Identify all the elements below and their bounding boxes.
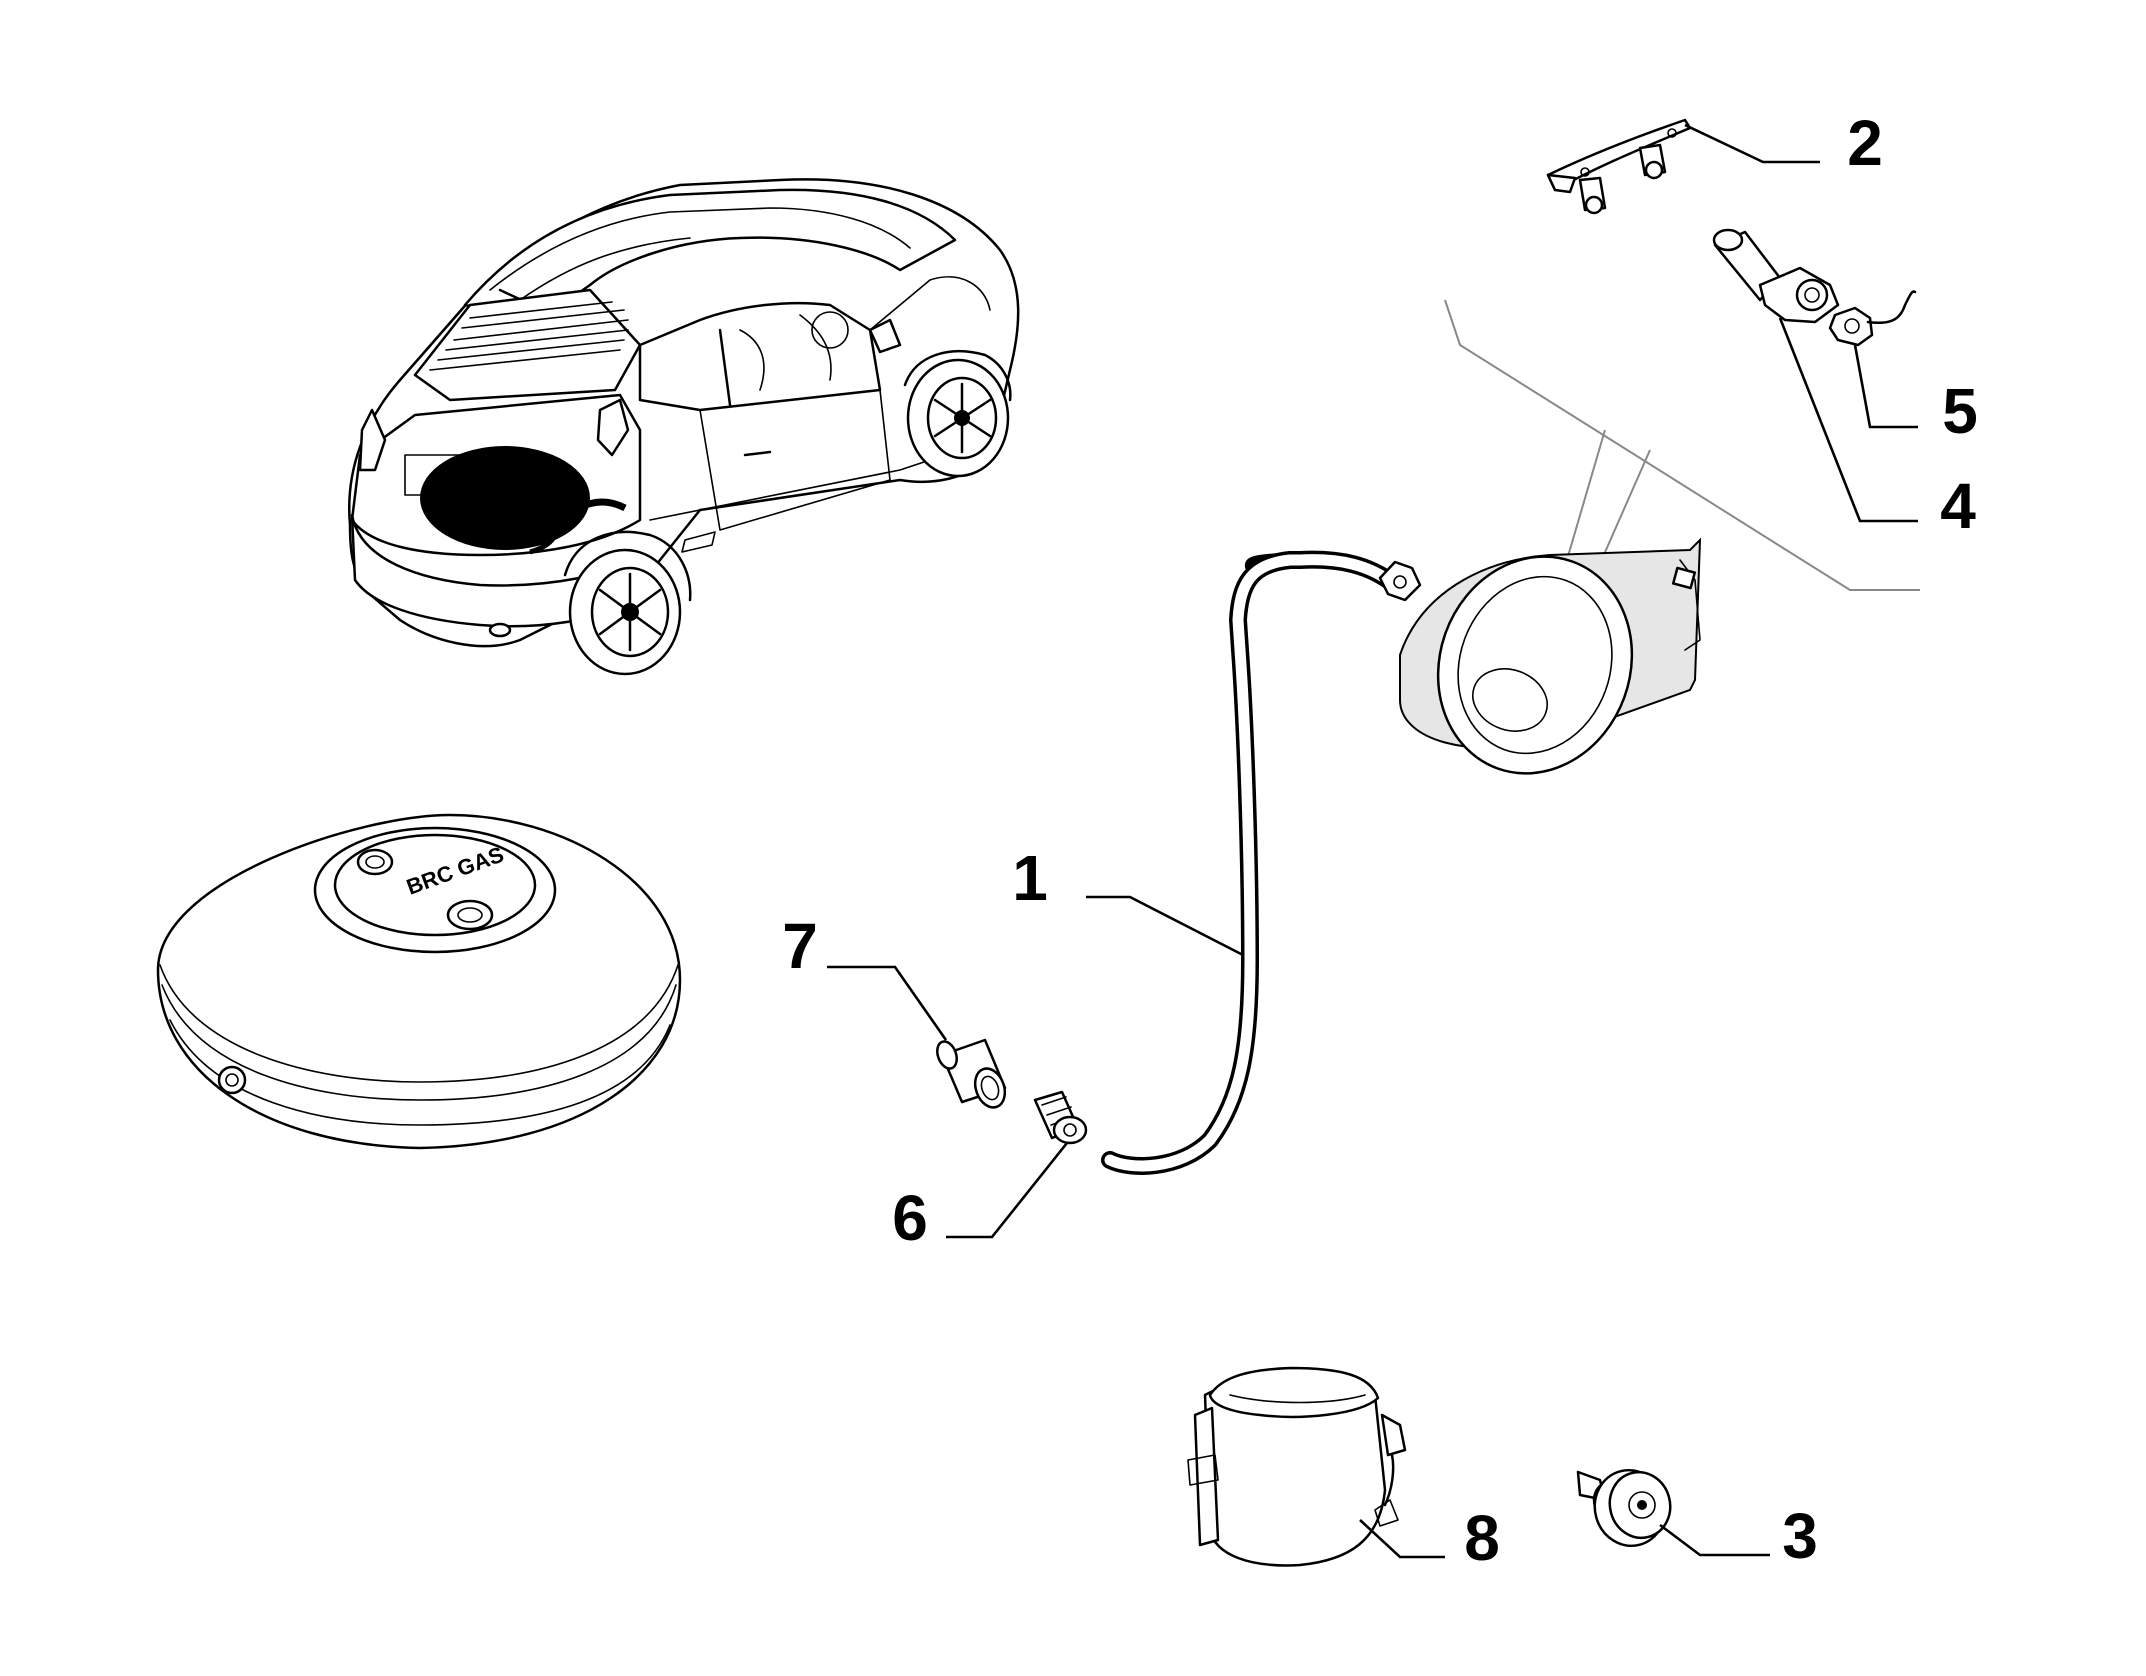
lpg-tank-illustration: BRC GAS <box>156 813 682 1150</box>
callout-8: 8 <box>1464 1502 1500 1574</box>
callout-4: 4 <box>1940 470 1976 542</box>
leader-line-3 <box>1659 1523 1770 1557</box>
part-3-knob <box>1576 1468 1672 1548</box>
callout-7: 7 <box>782 910 818 982</box>
part-5-cap <box>1828 290 1917 347</box>
callout-6: 6 <box>892 1182 928 1254</box>
leader-line-6 <box>946 1142 1069 1239</box>
leader-line-1 <box>1086 895 1244 957</box>
callout-1: 1 <box>1012 842 1048 914</box>
leader-lines <box>827 123 1918 1559</box>
callout-numbers: 1 2 3 4 5 6 7 8 <box>782 107 1978 1574</box>
leader-line-2 <box>1684 123 1820 164</box>
leader-line-8 <box>1359 1519 1445 1559</box>
car-illustration <box>348 178 1020 676</box>
part-7-sleeve <box>936 1038 1007 1109</box>
callout-5: 5 <box>1942 375 1978 447</box>
callout-3: 3 <box>1782 1500 1818 1572</box>
part-6-fitting <box>1033 1090 1088 1145</box>
part-4-filler-valve <box>1712 228 1840 324</box>
part-8-bag <box>1187 1366 1407 1567</box>
leader-line-5 <box>1853 344 1918 429</box>
part-2-bracket <box>1546 118 1692 215</box>
leader-line-4 <box>1778 317 1918 523</box>
filler-housing-illustration <box>1399 299 1920 775</box>
gas-pipe <box>1101 550 1422 1175</box>
leader-line-7 <box>827 965 948 1041</box>
callout-2: 2 <box>1847 107 1883 179</box>
